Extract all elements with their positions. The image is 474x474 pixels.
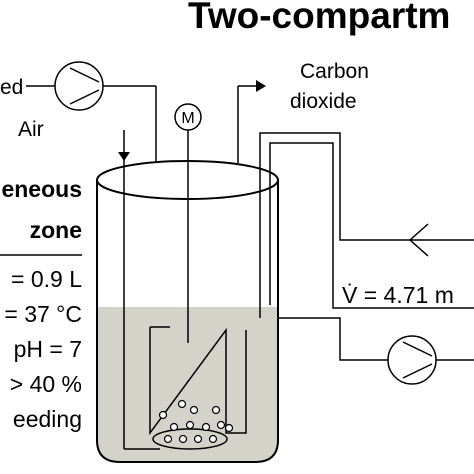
feed-pump-icon — [54, 61, 104, 111]
feed-label: ed — [0, 76, 23, 99]
flow-rate-label: V̇ = 4.71 m — [342, 282, 454, 308]
zone-title-line1: eneous — [1, 176, 82, 202]
motor-label: M — [181, 110, 194, 127]
air-label: Air — [18, 118, 44, 141]
condition-temperature: = 37 °C — [4, 301, 82, 327]
draft-tube — [149, 326, 247, 436]
feed-line — [26, 85, 157, 163]
outflow-pump-icon — [387, 335, 437, 385]
condition-ph: pH = 7 — [14, 336, 82, 362]
outflow-line — [278, 317, 474, 361]
motor-icon: M — [174, 103, 202, 131]
condition-feeding: eeding — [13, 406, 82, 432]
zone-title-line2: zone — [30, 217, 82, 243]
co2-label-line1: Carbon — [300, 60, 369, 83]
co2-line — [237, 85, 256, 163]
condition-oxygen: > 40 % — [10, 371, 82, 397]
bubbles — [158, 399, 234, 444]
co2-label-line2: dioxide — [290, 90, 357, 113]
return-arrow-icon — [408, 223, 429, 257]
return-line — [259, 132, 474, 318]
vessel-body — [96, 180, 279, 463]
co2-arrow-icon — [256, 80, 266, 92]
title: Two-compartm — [188, 0, 450, 36]
vessel-liquid — [97, 307, 278, 462]
air-line — [123, 130, 160, 450]
condition-volume: = 0.9 L — [11, 266, 82, 292]
air-arrow-icon — [118, 152, 130, 161]
